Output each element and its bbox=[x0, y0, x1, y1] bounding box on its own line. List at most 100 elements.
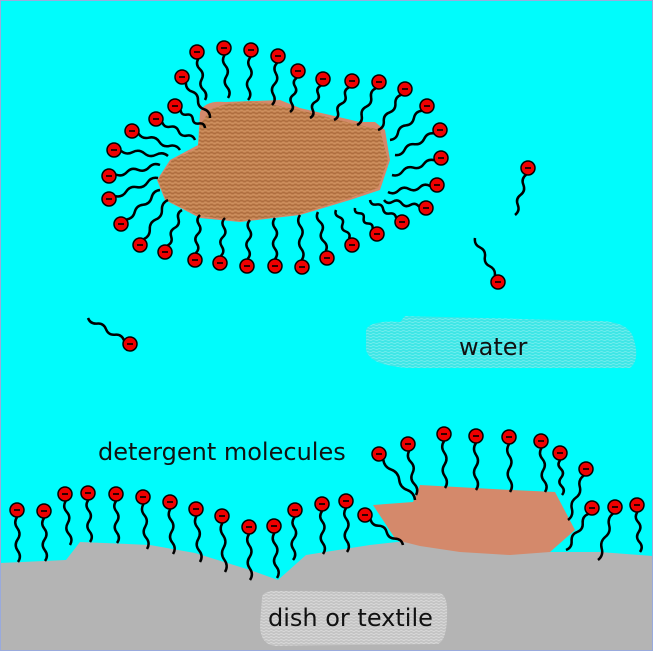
hydrophobic-tail bbox=[271, 217, 279, 260]
detergent-molecule: − bbox=[214, 508, 230, 573]
detergent-molecule: − bbox=[148, 111, 197, 141]
hydrophobic-tail bbox=[115, 162, 161, 177]
detergent-molecule: − bbox=[135, 489, 151, 550]
hydrophobic-tail bbox=[290, 516, 298, 561]
detergent-molecule: − bbox=[80, 485, 96, 543]
detergent-molecule: − bbox=[314, 496, 330, 555]
hydrophobic-tail bbox=[137, 132, 182, 151]
detergent-molecule: − bbox=[86, 317, 138, 352]
hydrophobic-tail bbox=[296, 214, 305, 261]
hydrophobic-tail bbox=[219, 522, 228, 573]
detergent-molecule: − bbox=[241, 519, 257, 581]
detergent-molecule: − bbox=[387, 177, 445, 195]
surface-label-patch bbox=[260, 590, 448, 646]
detergent-molecule: − bbox=[294, 214, 310, 275]
detergent-molecule: − bbox=[468, 428, 484, 491]
hydrophobic-tail bbox=[120, 149, 169, 158]
detergent-molecule: − bbox=[162, 494, 178, 555]
hydrophobic-tail bbox=[193, 515, 203, 563]
detergent-molecule: − bbox=[243, 42, 259, 101]
detergent-molecules-label: detergent molecules bbox=[98, 438, 346, 466]
detergent-molecule: − bbox=[188, 501, 204, 563]
detergent-molecule: − bbox=[394, 122, 448, 157]
detergent-molecule: − bbox=[357, 507, 405, 546]
detergent-molecule: − bbox=[132, 198, 169, 253]
hydrophobic-tail bbox=[245, 219, 253, 260]
detergent-molecule: − bbox=[9, 502, 25, 563]
detergent-molecule: − bbox=[334, 209, 360, 253]
micelle-grease-texture bbox=[158, 101, 388, 221]
detergent-molecule: − bbox=[565, 500, 600, 552]
hydrophobic-tail bbox=[166, 208, 183, 247]
hydrophobic-tail bbox=[505, 443, 514, 493]
detergent-molecule: − bbox=[212, 217, 228, 271]
hydrophobic-tail bbox=[167, 508, 176, 555]
detergent-molecule: − bbox=[174, 69, 212, 119]
hydrophobic-tail bbox=[289, 76, 298, 114]
hydrophobic-tail bbox=[179, 109, 207, 129]
hydrophobic-tail bbox=[634, 511, 643, 553]
detergent-molecule: − bbox=[157, 208, 183, 260]
detergent-molecule: − bbox=[501, 429, 517, 493]
detergent-molecule: − bbox=[270, 48, 286, 106]
hydrophobic-tail bbox=[194, 214, 202, 254]
hydrophobic-tail bbox=[184, 82, 212, 119]
hydrophobic-tail bbox=[334, 209, 351, 240]
detergent-molecule: − bbox=[533, 433, 549, 493]
hydrophobic-tail bbox=[440, 440, 449, 489]
hydrophobic-tail bbox=[333, 86, 350, 122]
hydrophobic-tail bbox=[473, 237, 497, 276]
hydrophobic-tail bbox=[377, 93, 402, 132]
hydrophobic-tail bbox=[394, 132, 435, 157]
detergent-molecule: − bbox=[309, 71, 331, 120]
hydrophobic-tail bbox=[143, 198, 169, 241]
hydrophobic-tail bbox=[597, 512, 614, 561]
detergent-molecule: − bbox=[124, 123, 182, 151]
detergent-molecules: −−−−−−−−−−−−−−−−−−−−−−−−−−−−−−−−−−−−−−−−… bbox=[9, 40, 645, 581]
detergent-molecule: − bbox=[187, 214, 203, 268]
hydrophobic-tail bbox=[538, 447, 548, 493]
hydrophobic-tail bbox=[382, 459, 417, 501]
hydrophobic-tail bbox=[13, 516, 22, 563]
hydrophobic-tail bbox=[383, 199, 421, 208]
water-label-patch bbox=[366, 316, 637, 368]
hydrophobic-tail bbox=[62, 500, 73, 546]
detergent-molecule: − bbox=[315, 211, 335, 266]
surface-label: dish or textile bbox=[268, 604, 433, 632]
detergent-molecule: − bbox=[436, 426, 452, 489]
hydrophobic-tail bbox=[472, 442, 480, 491]
hydrophobic-tail bbox=[567, 474, 585, 522]
detergent-molecule: − bbox=[333, 73, 360, 122]
detergent-molecule: − bbox=[368, 199, 410, 230]
hydrophobic-tail bbox=[389, 109, 422, 142]
hydrophobic-tail bbox=[85, 499, 94, 543]
detergent-molecule: − bbox=[101, 162, 161, 184]
hydrophobic-tail bbox=[115, 176, 159, 198]
hydrophobic-tail bbox=[309, 84, 322, 120]
detergent-molecule: − bbox=[106, 142, 169, 158]
hydrophobic-tail bbox=[140, 503, 150, 550]
hydrophobic-tail bbox=[113, 500, 121, 544]
hydrophobic-tail bbox=[368, 199, 398, 219]
hydrophobic-tail bbox=[315, 211, 329, 252]
water-label: water bbox=[459, 333, 528, 361]
detergent-molecule: − bbox=[400, 436, 419, 496]
hydrophobic-tail bbox=[219, 217, 227, 257]
detergent-molecule: − bbox=[57, 486, 73, 546]
hydrophobic-tail bbox=[514, 173, 527, 216]
detergent-molecule: − bbox=[629, 497, 645, 553]
detergent-molecule: − bbox=[108, 486, 124, 544]
detergent-molecule: − bbox=[567, 461, 594, 522]
hydrophobic-tail bbox=[391, 158, 435, 177]
hydrophobic-tail bbox=[126, 188, 161, 221]
detergent-molecule: − bbox=[377, 81, 413, 132]
hydrophobic-tail bbox=[40, 517, 49, 562]
hydrophobic-tail bbox=[86, 317, 126, 341]
detergent-molecule: − bbox=[338, 493, 354, 553]
detergent-molecule: − bbox=[267, 217, 283, 274]
hydrophobic-tail bbox=[270, 62, 279, 106]
hydrophobic-tail bbox=[557, 459, 566, 496]
detergent-molecule: − bbox=[189, 44, 208, 101]
detergent-molecule: − bbox=[167, 98, 207, 129]
